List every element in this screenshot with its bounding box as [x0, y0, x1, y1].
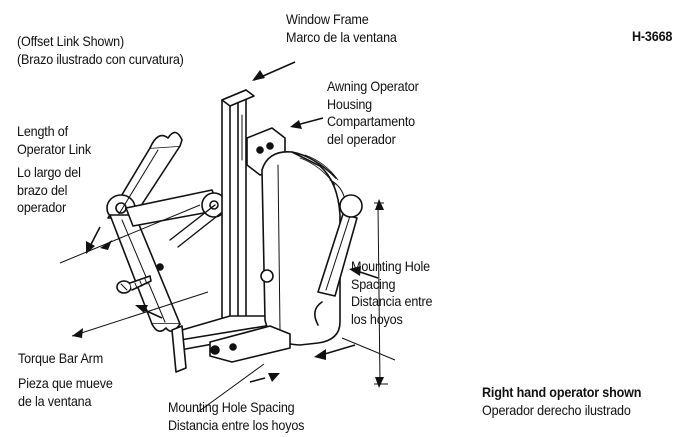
hand-note: Right hand operator shown Operador derec… — [482, 384, 642, 418]
link-length-label-es: Lo largo del brazo del operador — [17, 164, 81, 215]
mounting-hole-spacing-right-label: Mounting Hole Spacing Distancia entre lo… — [351, 258, 433, 327]
crank-handle — [314, 194, 363, 326]
mounting-tab-bottom — [209, 325, 291, 363]
link-length-label: Length of Operator Link — [17, 123, 92, 157]
offset-link-label: (Offset Link Shown) (Brazo ilustrado con… — [17, 33, 184, 67]
link-arm — [125, 189, 227, 248]
window-frame-label: Window Frame Marco de la ventana — [286, 11, 397, 45]
screw — [116, 275, 152, 294]
torque-bar-arm — [109, 214, 181, 332]
part-number: H-3668 — [632, 28, 673, 44]
mounting-hole-spacing-bottom-label: Mounting Hole Spacing Distancia entre lo… — [168, 399, 305, 433]
torque-bar-label: Torque Bar Arm — [18, 350, 104, 366]
housing-label: Awning Operator Housing Compartamento de… — [327, 78, 419, 147]
window-frame — [171, 89, 291, 373]
torque-bar-label-es: Pieza que mueve de la ventana — [18, 375, 113, 409]
